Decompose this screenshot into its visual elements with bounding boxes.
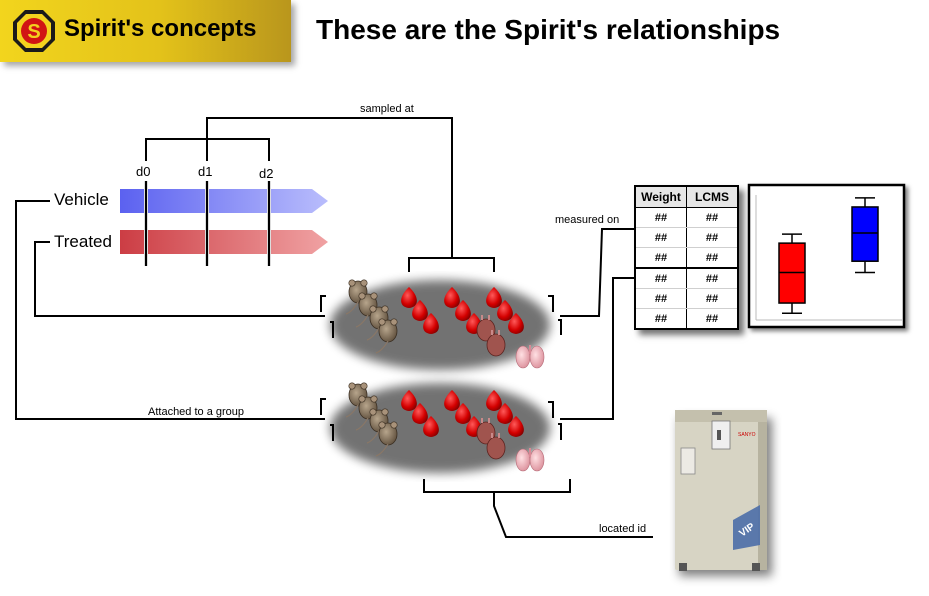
mouse-icon: [375, 318, 398, 354]
heart-icon: [486, 330, 506, 357]
table-row: ####: [634, 267, 738, 289]
blood-sample-icon: [423, 416, 439, 437]
blood-sample-icon: [455, 300, 471, 321]
freezer-image: SANYO VIP: [675, 410, 772, 576]
table-row: ####: [634, 207, 738, 228]
table-row: ####: [634, 227, 738, 248]
blood-sample-icon: [401, 287, 417, 308]
blood-sample-icon: [508, 313, 524, 334]
vehicle-timeline-bar: [120, 189, 328, 213]
spirit-logo-icon: S: [13, 10, 55, 52]
blood-sample-icon: [486, 390, 502, 411]
attached-to-group-label: Attached to a group: [148, 406, 245, 418]
sampled-at-label: sampled at: [360, 103, 414, 115]
group-connectors: [15, 200, 325, 420]
group-label-treated: Treated: [52, 232, 114, 252]
blood-sample-icon: [497, 300, 513, 321]
blood-sample-icon: [412, 300, 428, 321]
blood-sample-icon: [401, 390, 417, 411]
table-cell: ##: [634, 227, 687, 248]
blood-sample-icon: [508, 416, 524, 437]
lungs-icon: [515, 345, 545, 369]
table-cell: ##: [634, 267, 687, 289]
blood-sample-icon: [444, 287, 460, 308]
blood-sample-icon: [455, 403, 471, 424]
blood-sample-icon: [412, 403, 428, 424]
concepts-badge: S Spirit's concepts: [0, 0, 291, 62]
treated-timeline-bar: [120, 230, 328, 254]
blood-sample-icon: [423, 313, 439, 334]
boxplot-panel: [747, 183, 906, 329]
boxplot-box: [851, 197, 879, 274]
mouse-icon: [375, 421, 398, 457]
page-title: These are the Spirit's relationships: [316, 14, 781, 45]
blood-sample-icon: [486, 287, 502, 308]
table-cell: ##: [686, 207, 738, 228]
table-cell: ##: [634, 247, 687, 269]
phase-label: d2: [259, 166, 274, 181]
logo-letter: S: [27, 21, 40, 43]
table-cell: ##: [686, 267, 738, 289]
heart-icon: [476, 315, 496, 342]
table-cell: ##: [634, 308, 687, 330]
results-table: Weight LCMS #### #### #### #### #### ###…: [634, 185, 739, 330]
sample-set-treated: [345, 382, 545, 472]
table-cell: ##: [686, 308, 738, 330]
blood-sample-icon: [497, 403, 513, 424]
table-cell: ##: [686, 227, 738, 248]
measured-on-label: measured on: [555, 214, 620, 226]
lungs-icon: [515, 448, 545, 472]
column-header-weight: Weight: [634, 185, 687, 208]
heart-icon: [486, 433, 506, 460]
freezer-brand: SANYO: [738, 432, 756, 438]
phase-label: d1: [198, 164, 213, 179]
column-header-lcms: LCMS: [686, 185, 739, 208]
heart-icon: [476, 418, 496, 445]
table-cell: ##: [634, 207, 687, 228]
boxplot-box: [778, 233, 806, 314]
group-label-vehicle: Vehicle: [52, 190, 111, 210]
sample-brackets: [320, 295, 653, 538]
table-cell: ##: [634, 288, 687, 309]
table-row: ####: [634, 288, 738, 309]
phase-lines: [144, 117, 495, 272]
blood-sample-icon: [444, 390, 460, 411]
table-cell: ##: [686, 288, 738, 309]
table-row: ####: [634, 247, 738, 269]
table-row: ####: [634, 308, 738, 330]
phase-label: d0: [136, 164, 151, 179]
table-cell: ##: [686, 247, 738, 269]
measured-connectors: [560, 228, 634, 420]
located-id-label: located id: [599, 523, 647, 535]
sample-set-vehicle: [345, 279, 545, 369]
mouse-icon: [355, 292, 378, 328]
badge-title: Spirit's concepts: [64, 15, 257, 42]
